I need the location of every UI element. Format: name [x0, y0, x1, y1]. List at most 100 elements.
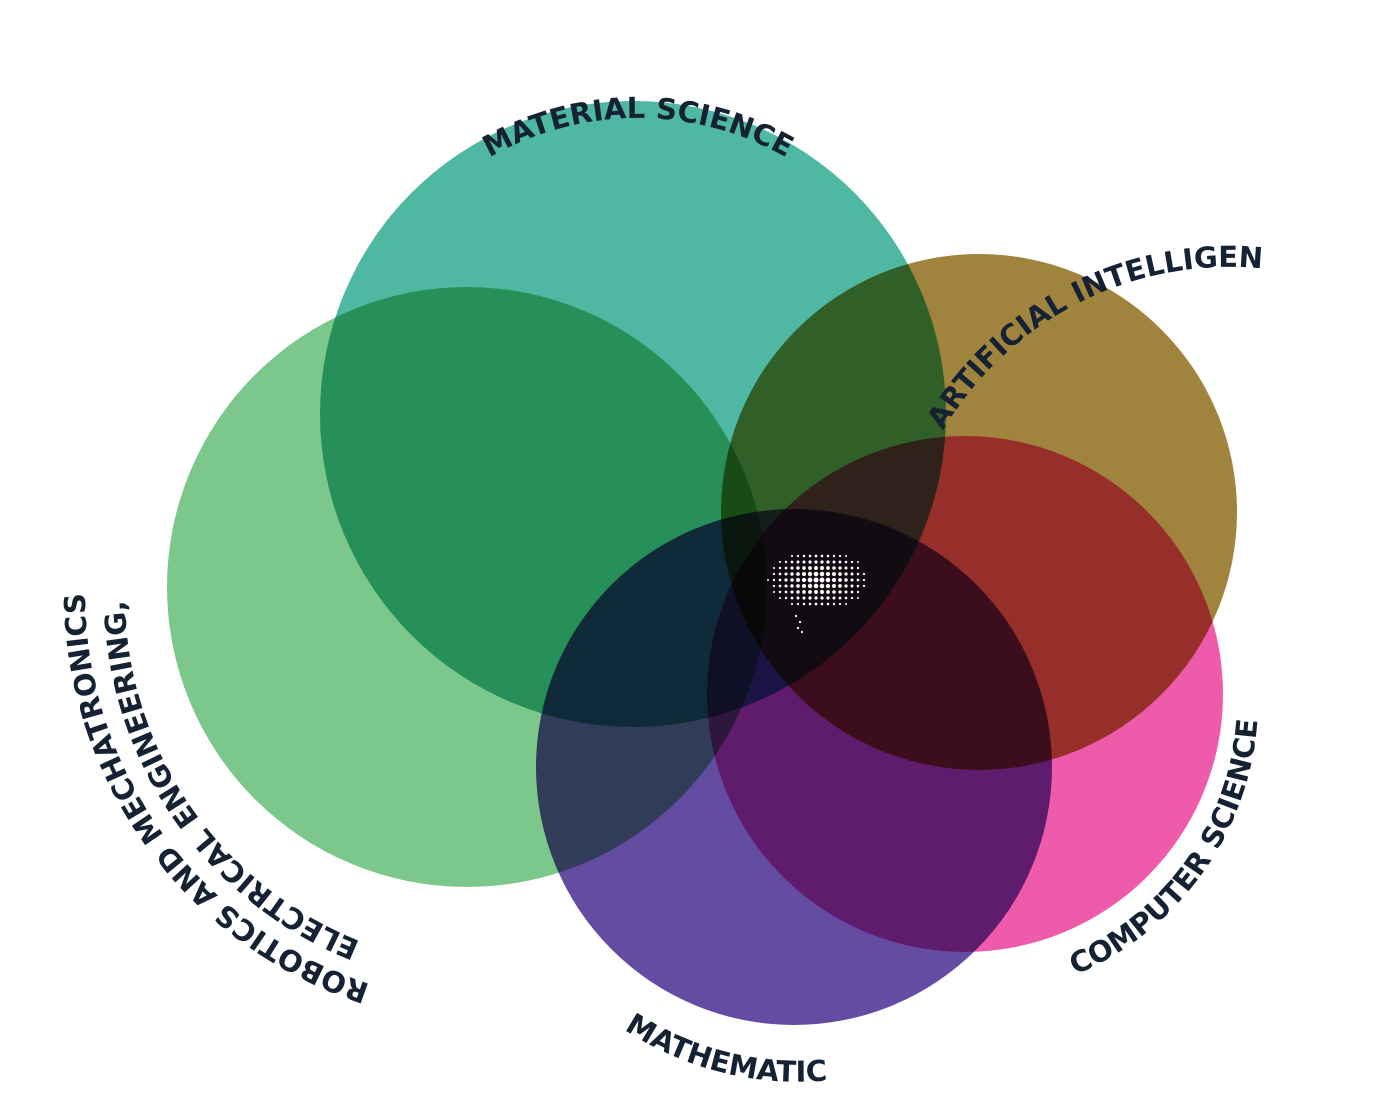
brain-dot [838, 560, 842, 564]
brain-dot [820, 602, 824, 606]
brain-dot [856, 590, 860, 594]
brain-dot [814, 554, 818, 558]
brain-dot [826, 566, 830, 570]
brain-dot [784, 572, 788, 576]
brain-dot [819, 577, 825, 583]
brain-dot [862, 578, 866, 582]
brain-dot [850, 596, 854, 600]
brain-dot [790, 572, 794, 576]
brain-dots-icon [767, 554, 866, 634]
brain-dot [778, 560, 782, 564]
brain-dot [784, 560, 788, 564]
brain-dot [790, 554, 794, 558]
brain-dot [850, 578, 854, 582]
brain-dot [825, 577, 831, 583]
brain-dot [826, 560, 830, 564]
brain-dot [772, 566, 776, 570]
brain-dot [796, 560, 800, 564]
brain-dot [790, 596, 794, 600]
brain-dot [838, 572, 842, 576]
brain-dot [832, 596, 836, 600]
brain-dot [772, 572, 776, 576]
brain-dot [832, 566, 836, 570]
brain-dot [850, 566, 854, 570]
brain-dot [772, 584, 776, 588]
brain-dot [825, 571, 831, 577]
brain-dot [796, 566, 800, 570]
brain-dot [826, 596, 830, 600]
brain-dot [844, 584, 848, 588]
brain-dot [767, 579, 769, 581]
brain-dot [831, 577, 837, 583]
brain-dot [813, 583, 819, 589]
brain-dot [784, 566, 788, 570]
brain-dot [844, 578, 848, 582]
brain-dot [802, 590, 806, 594]
brain-dot [850, 572, 854, 576]
brain-dot [796, 626, 800, 630]
brain-dot [807, 571, 813, 577]
brain-dot [850, 560, 854, 564]
brain-dot [778, 590, 782, 594]
brain-dot [802, 566, 806, 570]
brain-dot [807, 577, 813, 583]
brain-dot [796, 554, 800, 558]
brain-dot [838, 578, 842, 582]
brain-dot [862, 584, 866, 588]
brain-dot [832, 584, 836, 588]
brain-dot [856, 566, 860, 570]
brain-dot [802, 602, 806, 606]
brain-dot [784, 584, 788, 588]
brain-dot [857, 561, 859, 563]
brain-dot [838, 590, 842, 594]
brain-dot [838, 566, 842, 570]
brain-dot [790, 584, 794, 588]
brain-dot [832, 572, 836, 576]
brain-dot [838, 584, 842, 588]
brain-dot [844, 560, 848, 564]
brain-dot [826, 590, 830, 594]
brain-dot [857, 597, 859, 599]
brain-dot [808, 566, 812, 570]
brain-dot [784, 596, 788, 600]
brain-dot [796, 590, 800, 594]
brain-dot [808, 560, 812, 564]
brain-dot [778, 584, 782, 588]
brain-dot [862, 572, 866, 576]
brain-dot [802, 554, 806, 558]
brain-dot [801, 571, 807, 577]
brain-dot [844, 590, 848, 594]
brain-dot [820, 560, 824, 564]
brain-dot [856, 572, 860, 576]
brain-dot [801, 583, 807, 589]
brain-dot [796, 578, 800, 582]
brain-dot [813, 577, 819, 583]
brain-dot [802, 560, 806, 564]
brain-dot [814, 566, 818, 570]
brain-dot [819, 583, 825, 589]
brain-dot [790, 590, 794, 594]
brain-dot [778, 572, 782, 576]
brain-dot [807, 583, 813, 589]
brain-dot [808, 554, 812, 558]
brain-dot [814, 596, 818, 600]
brain-dot [796, 596, 800, 600]
brain-dot [820, 554, 824, 558]
brain-dot [798, 620, 802, 624]
brain-dot [778, 566, 782, 570]
circles-group [167, 101, 1237, 1025]
brain-dot [838, 554, 842, 558]
brain-dot [856, 584, 860, 588]
brain-dot [826, 554, 830, 558]
brain-dot [790, 566, 794, 570]
brain-dot [814, 602, 818, 606]
brain-dot [813, 571, 819, 577]
brain-dot [819, 571, 825, 577]
brain-dot [778, 578, 782, 582]
brain-dot [778, 596, 782, 600]
brain-dot [802, 596, 806, 600]
brain-dot [808, 602, 812, 606]
brain-dot [838, 602, 842, 606]
brain-dot [790, 602, 794, 606]
brain-dot [850, 590, 854, 594]
